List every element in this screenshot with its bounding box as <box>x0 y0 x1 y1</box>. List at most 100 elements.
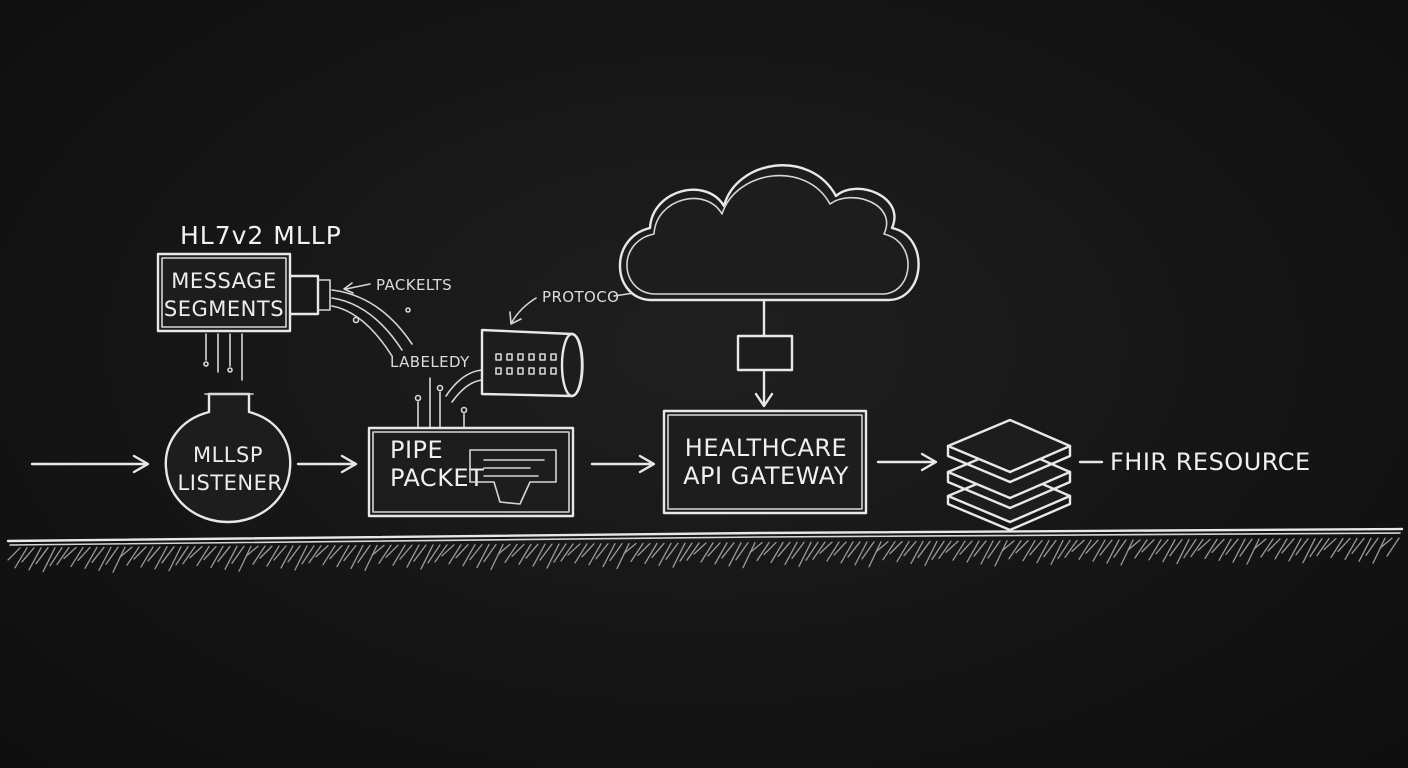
arrow-gateway-to-stack <box>876 452 938 472</box>
pipe-packet-node: PIPE PACKET <box>367 426 575 518</box>
hatch-stroke <box>273 545 287 561</box>
hatch-stroke <box>812 541 826 560</box>
hatch-stroke <box>21 547 35 563</box>
hatch-stroke <box>1050 539 1064 566</box>
hatch-stroke <box>287 545 301 563</box>
hatch-stroke <box>1330 537 1344 559</box>
hatch-stroke <box>728 542 742 567</box>
connector-pin <box>550 353 557 361</box>
packets-annotation: PACKELTS <box>331 276 452 357</box>
hatch-stroke <box>784 541 798 566</box>
hatch-stroke <box>427 544 441 564</box>
hatch-stroke <box>889 540 903 555</box>
hatch-stroke <box>105 546 119 565</box>
hatch-stroke <box>1211 538 1225 553</box>
hatch-stroke <box>1169 538 1183 557</box>
hatch-stroke <box>1148 539 1162 561</box>
api-gateway-line1: HEALTHCARE <box>685 434 847 462</box>
hatch-stroke <box>581 543 595 558</box>
hatch-stroke <box>259 545 273 559</box>
arrow-listener-to-packet <box>296 454 358 474</box>
hatch-stroke <box>448 544 462 565</box>
message-segments-line2: SEGMENTS <box>164 297 284 321</box>
hatch-stroke <box>1295 538 1309 556</box>
hatch-stroke <box>1183 538 1197 559</box>
hatch-stroke <box>301 545 315 565</box>
hatch-stroke <box>1302 538 1316 564</box>
hatch-stroke <box>847 541 861 558</box>
hatch-stroke <box>476 543 490 569</box>
hatch-stroke <box>938 540 952 559</box>
hatch-stroke <box>1253 538 1267 550</box>
hatch-stroke <box>630 542 644 563</box>
hatch-stroke <box>455 544 469 559</box>
hatch-stroke <box>966 540 980 563</box>
cloud-icon <box>618 164 920 302</box>
hatch-stroke <box>763 541 777 556</box>
stacked-layers-icon <box>946 418 1072 532</box>
hatch-stroke <box>504 543 518 564</box>
hatch-stroke <box>1099 539 1113 556</box>
hatch-stroke <box>602 543 616 568</box>
hatch-stroke <box>917 540 931 559</box>
hatch-stroke <box>497 543 511 556</box>
hatch-stroke <box>1029 539 1043 556</box>
hatch-stroke <box>126 546 140 566</box>
hatch-stroke <box>434 544 448 563</box>
fhir-resource-node: FHIR RESOURCE <box>1078 448 1310 476</box>
hatch-stroke <box>14 547 28 569</box>
hatch-stroke <box>280 545 294 569</box>
hatch-stroke <box>1288 538 1302 562</box>
hatch-stroke <box>882 541 896 561</box>
hatch-stroke <box>140 546 154 568</box>
hatch-stroke <box>1092 539 1106 562</box>
hatch-stroke <box>462 544 476 567</box>
hatch-stroke <box>399 544 413 560</box>
hatch-stroke <box>7 547 21 561</box>
connector-pin <box>539 353 546 361</box>
hatch-stroke <box>721 542 735 559</box>
hatch-stroke <box>1225 538 1239 555</box>
hatch-stroke <box>574 543 588 564</box>
hatch-stroke <box>357 544 371 564</box>
hatch-stroke <box>910 540 924 565</box>
hatch-stroke <box>77 546 91 562</box>
hatch-stroke <box>1204 538 1218 560</box>
connector-pin <box>506 367 513 375</box>
hatch-stroke <box>1274 538 1288 560</box>
hatch-stroke <box>112 546 126 573</box>
hatch-stroke <box>546 543 560 569</box>
hatch-stroke <box>854 541 868 566</box>
connector-pin <box>495 367 502 375</box>
hatch-stroke <box>147 546 161 562</box>
connector-pin <box>550 367 557 375</box>
hatch-stroke <box>238 545 252 572</box>
hatch-stroke <box>1176 538 1190 565</box>
hatch-stroke <box>385 544 399 558</box>
hatch-stroke <box>945 540 959 553</box>
hatch-stroke <box>1337 537 1351 553</box>
hatch-stroke <box>588 543 602 566</box>
connector-pin <box>528 353 535 361</box>
hatch-stroke <box>1358 537 1372 562</box>
hatch-stroke <box>231 545 245 564</box>
api-gateway-line2: API GATEWAY <box>683 462 849 490</box>
hatch-stroke <box>840 541 854 564</box>
hatch-stroke <box>371 544 385 556</box>
hatch-stroke <box>679 542 693 562</box>
hatch-stroke <box>651 542 665 558</box>
protocol-annotation: PROTOCO <box>509 288 635 325</box>
hatch-stroke <box>1260 538 1274 558</box>
hatch-stroke <box>175 546 189 566</box>
hatch-stroke <box>420 544 434 570</box>
hatch-stroke <box>1022 540 1036 562</box>
hatch-stroke <box>1015 540 1029 554</box>
hatch-stroke <box>609 542 623 562</box>
message-segments-line1: MESSAGE <box>171 269 276 293</box>
segment-drip-lines <box>203 333 243 381</box>
hatch-stroke <box>1064 539 1078 559</box>
hatch-stroke <box>798 541 812 567</box>
hatch-stroke <box>749 541 763 554</box>
hatch-stroke <box>1162 539 1176 563</box>
hatch-stroke <box>819 541 833 554</box>
